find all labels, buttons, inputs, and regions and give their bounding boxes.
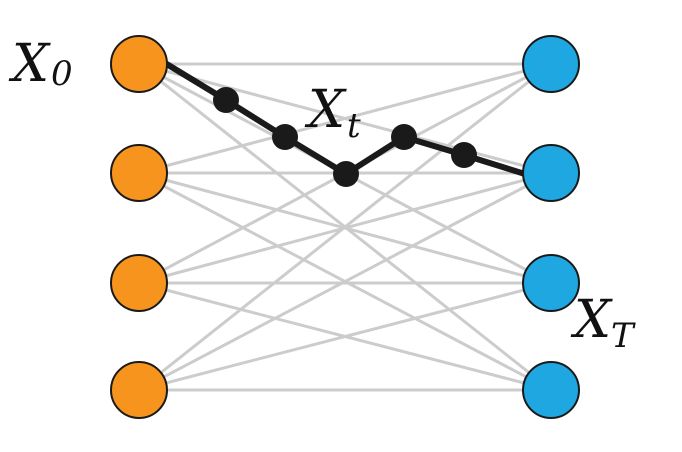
source-node	[110, 35, 168, 93]
connection-line	[137, 62, 553, 392]
label-intermediate-subscript: t	[347, 106, 361, 146]
label-intermediate-base: X	[308, 80, 346, 140]
trajectory-path	[162, 60, 528, 187]
trajectory-point	[213, 87, 239, 113]
target-node	[522, 144, 580, 202]
label-end-subscript: T	[611, 316, 634, 356]
connection-line	[137, 281, 553, 392]
target-node	[522, 254, 580, 312]
source-node	[110, 144, 168, 202]
label-start-subscript: 0	[51, 54, 73, 94]
target-node-column	[522, 35, 580, 419]
trajectory-point	[391, 124, 417, 150]
target-node	[522, 35, 580, 93]
trajectory-point	[272, 124, 298, 150]
label-intermediate: Xt	[308, 84, 361, 143]
source-node	[110, 361, 168, 419]
trajectory-point	[451, 142, 477, 168]
target-node	[522, 361, 580, 419]
label-end: XT	[574, 294, 634, 353]
label-start-base: X	[12, 34, 50, 94]
source-node	[110, 254, 168, 312]
source-node-column	[110, 35, 168, 419]
label-start: X0	[12, 38, 73, 91]
connection-line	[137, 171, 553, 392]
connection-line	[137, 62, 553, 175]
trajectory-point	[333, 161, 359, 187]
label-end-base: X	[574, 290, 612, 350]
